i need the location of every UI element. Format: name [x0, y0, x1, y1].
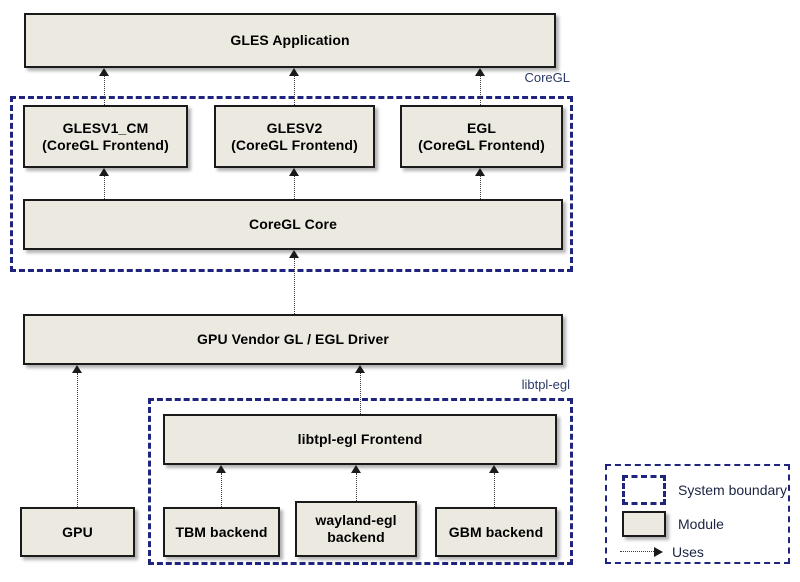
module-wayland-egl-backend[interactable]: wayland-egl backend	[295, 501, 417, 557]
module-gbm-backend-label: GBM backend	[448, 523, 544, 540]
arrow-tbm-backend-to-libtpl-egl-frontend	[221, 473, 222, 507]
legend: System boundary Module Uses	[605, 464, 790, 564]
arrowhead-coregl-core-to-egl	[475, 168, 485, 176]
arrowhead-tbm-backend-to-libtpl-egl-frontend	[216, 465, 226, 473]
arrow-egl-to-gles-application	[480, 76, 481, 105]
dashed-rectangle-icon	[622, 475, 666, 505]
module-coregl-core[interactable]: CoreGL Core	[23, 199, 563, 250]
module-gpu-vendor-driver-label: GPU Vendor GL / EGL Driver	[197, 331, 389, 348]
arrow-coregl-core-to-egl	[480, 176, 481, 199]
arrow-wayland-egl-backend-to-libtpl-egl-frontend	[356, 473, 357, 501]
arrowhead-gpu-to-gpu-vendor-driver	[72, 365, 82, 373]
arrow-gpu-vendor-driver-to-coregl-core	[294, 258, 295, 314]
module-gles-application-label: GLES Application	[230, 32, 350, 49]
boundary-label-libtpl-egl: libtpl-egl	[521, 377, 570, 392]
arrow-coregl-core-to-glesv2	[294, 176, 295, 199]
module-libtpl-egl-frontend[interactable]: libtpl-egl Frontend	[163, 414, 557, 465]
module-glesv1-cm-frontend-label: GLESV1_CM (CoreGL Frontend)	[42, 119, 169, 153]
legend-item-module: Module	[622, 511, 724, 537]
arrowhead-libtpl-egl-frontend-to-gpu-vendor-driver	[355, 365, 365, 373]
arrowhead-gpu-vendor-driver-to-coregl-core	[289, 250, 299, 258]
module-gpu-vendor-driver[interactable]: GPU Vendor GL / EGL Driver	[23, 314, 563, 365]
module-egl-frontend-label: EGL (CoreGL Frontend)	[418, 119, 545, 153]
boundary-label-coregl: CoreGL	[524, 70, 570, 85]
module-tbm-backend-label: TBM backend	[175, 523, 268, 540]
module-libtpl-egl-frontend-label: libtpl-egl Frontend	[297, 431, 423, 448]
legend-label-system-boundary: System boundary	[678, 482, 787, 498]
module-glesv2-frontend-label: GLESV2 (CoreGL Frontend)	[231, 119, 358, 153]
legend-item-uses: Uses	[620, 544, 704, 560]
module-egl-frontend[interactable]: EGL (CoreGL Frontend)	[400, 105, 563, 168]
arrow-gbm-backend-to-libtpl-egl-frontend	[494, 473, 495, 507]
legend-item-system-boundary: System boundary	[622, 475, 787, 505]
system-boundary-coregl	[10, 96, 573, 272]
module-glesv1-cm-frontend[interactable]: GLESV1_CM (CoreGL Frontend)	[23, 105, 188, 168]
module-gpu[interactable]: GPU	[20, 507, 135, 557]
arrow-glesv2-to-gles-application	[294, 76, 295, 105]
arrowhead-egl-to-gles-application	[475, 68, 485, 76]
arrowhead-wayland-egl-backend-to-libtpl-egl-frontend	[351, 465, 361, 473]
arrow-libtpl-egl-frontend-to-gpu-vendor-driver	[360, 373, 361, 414]
filled-rectangle-icon	[622, 511, 666, 537]
dotted-arrow-icon	[620, 547, 668, 557]
legend-label-uses: Uses	[672, 544, 704, 560]
arrowhead-gbm-backend-to-libtpl-egl-frontend	[489, 465, 499, 473]
legend-label-module: Module	[678, 516, 724, 532]
module-wayland-egl-backend-label: wayland-egl backend	[315, 512, 397, 545]
arrowhead-glesv2-to-gles-application	[289, 68, 299, 76]
module-gles-application[interactable]: GLES Application	[24, 13, 556, 68]
arrow-coregl-core-to-glesv1-cm	[104, 176, 105, 199]
module-glesv2-frontend[interactable]: GLESV2 (CoreGL Frontend)	[214, 105, 375, 168]
module-gpu-label: GPU	[62, 523, 93, 540]
arrow-gpu-to-gpu-vendor-driver	[77, 373, 78, 507]
arrowhead-glesv1-cm-to-gles-application	[99, 68, 109, 76]
module-coregl-core-label: CoreGL Core	[249, 216, 337, 233]
arrow-glesv1-cm-to-gles-application	[104, 76, 105, 105]
module-tbm-backend[interactable]: TBM backend	[163, 507, 280, 557]
arrowhead-coregl-core-to-glesv2	[289, 168, 299, 176]
module-gbm-backend[interactable]: GBM backend	[435, 507, 557, 557]
arrowhead-coregl-core-to-glesv1-cm	[99, 168, 109, 176]
